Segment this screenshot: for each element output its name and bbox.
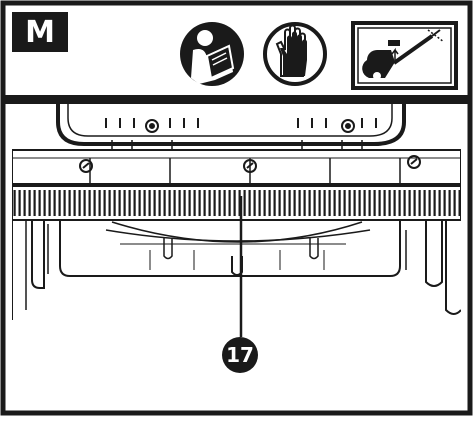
snow-thrower-handle-icon (351, 21, 458, 90)
header-divider (3, 95, 470, 104)
wear-gloves-icon (263, 22, 327, 86)
callout-number-17: 17 (222, 337, 258, 373)
read-manual-icon (180, 22, 244, 86)
auger-housing-illustration (12, 104, 461, 320)
step-letter-badge: M (12, 12, 68, 52)
